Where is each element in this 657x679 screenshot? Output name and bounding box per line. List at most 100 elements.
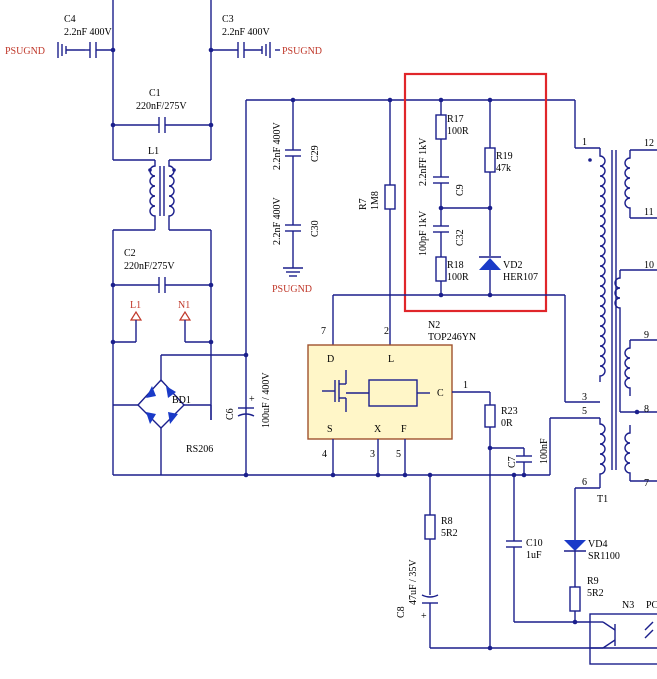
r23-ref: R23: [501, 406, 518, 417]
r7-ref: R7: [358, 198, 369, 210]
junction-dot: [402, 472, 408, 478]
ic-pin-l: L: [388, 354, 394, 365]
bridge-rectifier-bd1: [113, 354, 246, 475]
c3-value: 2.2nF 400V: [222, 27, 271, 38]
junction-dot: [208, 122, 214, 128]
r9-ref: R9: [587, 576, 599, 587]
common-mode-choke-l1: [113, 159, 211, 231]
r17-value: 100R: [447, 126, 469, 137]
ic-pin-x: X: [374, 424, 382, 435]
junction-dot: [243, 472, 249, 478]
c30-value: 2.2nF 400V: [272, 196, 283, 245]
ic-pin-s: S: [327, 424, 333, 435]
junction-dot: [243, 352, 249, 358]
c10-ref: C10: [526, 538, 543, 549]
t1-pin-11: 11: [644, 207, 654, 218]
psugnd-left-symbol: [57, 42, 85, 58]
ic-pin-f: F: [401, 424, 407, 435]
t1-pin-7: 7: [644, 478, 649, 489]
r18-value: 100R: [447, 272, 469, 283]
capacitor-c10: [506, 475, 590, 623]
psugnd-right-label: PSUGND: [282, 46, 322, 57]
r8-value: 5R2: [441, 528, 458, 539]
junction-dot: [487, 645, 493, 651]
r7-value: 1M8: [370, 191, 381, 210]
ic-pin-c: C: [437, 388, 444, 399]
t1-pin-3: 3: [582, 392, 587, 403]
c8-value: 47uF / 35V: [408, 559, 419, 605]
net-marker-n1: [178, 310, 211, 343]
c9-value: 2.2nFF 1kV: [418, 137, 429, 186]
transformer-t1: [549, 100, 657, 540]
junction-dot: [330, 472, 336, 478]
junction-dot: [375, 472, 381, 478]
junction-dot: [487, 205, 493, 211]
ic-pin-number-4: 4: [322, 449, 327, 460]
junction-dot: [208, 47, 214, 53]
c4-value: 2.2nF 400V: [64, 27, 113, 38]
mains-input-lines: [112, 0, 212, 160]
n3-label: PC: [646, 600, 657, 611]
ic-pin-number-3: 3: [370, 449, 375, 460]
c6-value: 100uF / 400V: [261, 372, 272, 428]
t1-pin-6: 6: [582, 477, 587, 488]
resistor-r8: [424, 475, 436, 595]
snubber-highlight-box: [403, 72, 548, 313]
junction-dot: [572, 619, 578, 625]
r23-value: 0R: [501, 418, 513, 429]
c7-ref: C7: [507, 456, 518, 468]
capacitor-c3: [211, 42, 280, 58]
vd2-value: HER107: [503, 272, 538, 283]
junction-dot: [208, 339, 214, 345]
c1-value: 220nF/275V: [136, 101, 187, 112]
t1-pin-10: 10: [644, 260, 654, 271]
c6-plus: +: [249, 394, 255, 405]
ic-pin-d: D: [327, 354, 334, 365]
junction-dot: [487, 292, 493, 298]
net-marker-l1: [113, 310, 143, 343]
n3-ref: N3: [622, 600, 634, 611]
ic-n2: [307, 295, 490, 475]
c30-ref: C30: [310, 220, 321, 237]
c9-ref: C9: [455, 184, 466, 196]
ic-pin-number-1: 1: [463, 380, 468, 391]
diode-vd4: [564, 540, 586, 587]
junction-dot: [110, 282, 116, 288]
junction-dot: [521, 472, 527, 478]
snubber-network: [333, 100, 565, 296]
capacitor-c1: [113, 117, 211, 133]
resistor-r23: [484, 392, 496, 648]
resistor-r7: [384, 100, 396, 345]
psugnd-left-label: PSUGND: [5, 46, 45, 57]
junction-dot: [438, 97, 444, 103]
r19-ref: R19: [496, 151, 513, 162]
net-n1-label: N1: [178, 300, 190, 311]
c1-ref: C1: [149, 88, 161, 99]
resistor-r9: [569, 586, 581, 622]
junction-dot: [110, 122, 116, 128]
vd4-value: SR1100: [588, 551, 620, 562]
ic-pin-number-2: 2: [384, 326, 389, 337]
t1-ref: T1: [597, 494, 608, 505]
capacitor-c8: [421, 594, 657, 649]
t1-pin-1: 1: [582, 137, 587, 148]
r8-ref: R8: [441, 516, 453, 527]
ic-pin-number-7: 7: [321, 326, 326, 337]
c7-value: 100nF: [539, 438, 550, 464]
r17-ref: R17: [447, 114, 464, 125]
capacitor-c4: [85, 42, 113, 58]
t1-pin-12: 12: [644, 138, 654, 149]
c29-value: 2.2nF 400V: [272, 121, 283, 170]
ic-n2-part: TOP246YN: [428, 332, 476, 343]
junction-dot: [110, 339, 116, 345]
optocoupler-n3: [589, 613, 657, 665]
c6-ref: C6: [225, 408, 236, 420]
ic-n2-ref: N2: [428, 320, 440, 331]
c32-ref: C32: [455, 229, 466, 246]
r9-value: 5R2: [587, 588, 604, 599]
capacitor-c29-c30: [283, 100, 303, 277]
vd4-ref: VD4: [588, 539, 607, 550]
t1-pin-9: 9: [644, 330, 649, 341]
bd1-value: RS206: [186, 444, 213, 455]
c4-ref: C4: [64, 14, 76, 25]
